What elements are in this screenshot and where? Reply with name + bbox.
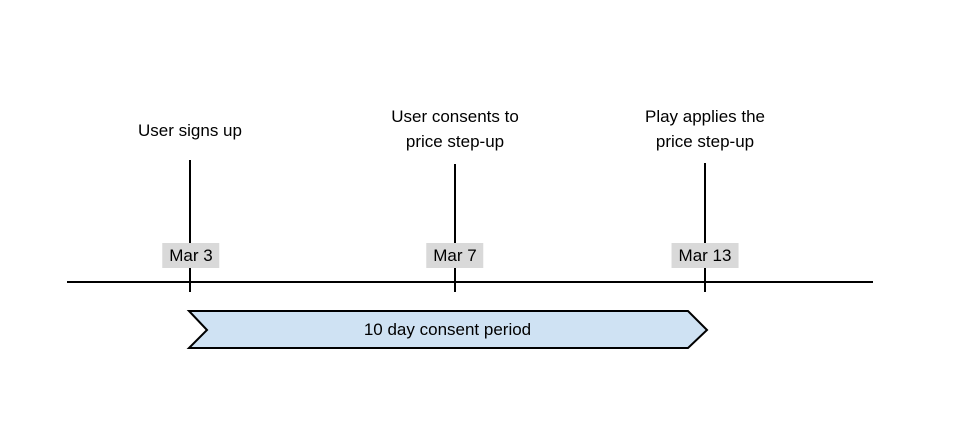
consent-period-banner [186, 310, 709, 349]
event-date-badge: Mar 3 [162, 243, 220, 268]
event-date-badge: Mar 13 [671, 243, 739, 268]
event-tick [189, 160, 191, 292]
event-label: User signs up [138, 121, 242, 140]
event-tick [454, 164, 456, 292]
event-date-badge: Mar 7 [426, 243, 484, 268]
timeline-axis [67, 281, 873, 283]
consent-period-label: 10 day consent period [363, 319, 532, 339]
event-label: Play applies the price step-up [644, 107, 766, 151]
banner-arrow-shape [186, 310, 709, 349]
event-label: User consents to price step-up [391, 107, 519, 151]
event-tick [704, 163, 706, 292]
